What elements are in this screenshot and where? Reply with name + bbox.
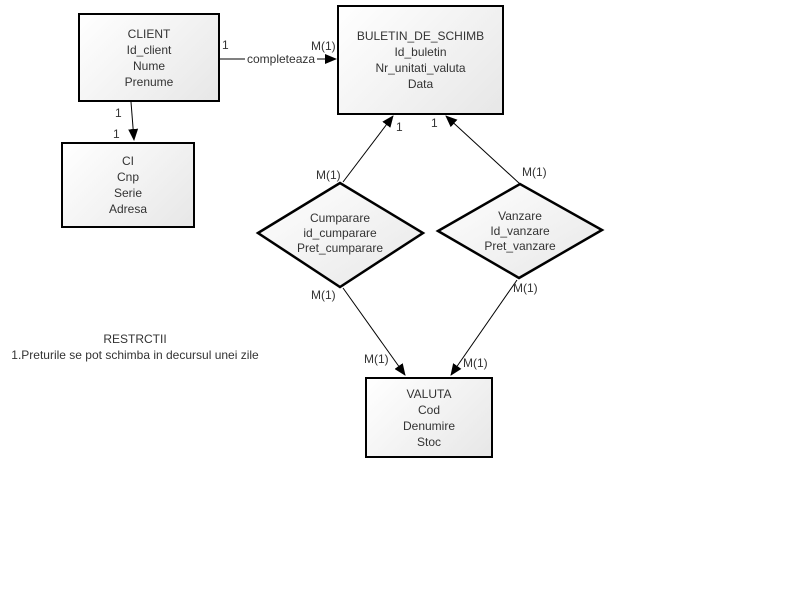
- cardinality-cumparare-buletin-one: 1: [396, 120, 403, 134]
- entity-valuta-attr: Denumire: [402, 418, 456, 433]
- entity-ci-attr: Cnp: [116, 170, 139, 184]
- entity-valuta-attr: Stoc: [416, 434, 441, 449]
- entity-valuta-title: VALUTA: [406, 386, 452, 401]
- cardinality-client-ci-one-bottom: 1: [113, 127, 120, 141]
- entity-valuta-attr: Cod: [417, 402, 440, 417]
- entity-client-attr: Id_client: [126, 42, 172, 57]
- restrictions-note: RESTRCTII 1.Preturile se pot schimba in …: [10, 331, 260, 363]
- cardinality-client-ci-one-top: 1: [115, 106, 122, 120]
- entity-valuta[interactable]: VALUTA Cod Denumire Stoc: [365, 377, 493, 458]
- entity-buletin-attr: Id_buletin: [394, 45, 447, 59]
- cardinality-vanzare-buletin-many: M(1): [522, 165, 547, 179]
- entity-buletin-attr: Data: [407, 77, 434, 91]
- connector-vanzare-valuta[interactable]: [450, 279, 518, 376]
- entity-client-attr: Prenume: [124, 74, 174, 89]
- restrictions-note-item: 1.Preturile se pot schimba in decursul u…: [11, 348, 259, 362]
- entity-ci-title: CI: [122, 154, 134, 168]
- relationship-cumparare-shape[interactable]: [255, 181, 426, 289]
- entity-ci-attr: Serie: [113, 186, 142, 200]
- entity-buletin-de-schimb[interactable]: BULETIN_DE_SCHIMB Id_buletin Nr_unitati_…: [337, 5, 504, 115]
- cardinality-cumparare-valuta-many-upper: M(1): [311, 288, 336, 302]
- entity-client-attr: Nume: [132, 58, 165, 73]
- entity-buletin-title: BULETIN_DE_SCHIMB: [356, 29, 485, 43]
- entity-ci-attr: Adresa: [108, 202, 148, 216]
- connector-vanzare-buletin[interactable]: [445, 115, 521, 185]
- restrictions-note-title: RESTRCTII: [103, 332, 167, 346]
- entity-client-title: CLIENT: [127, 26, 171, 41]
- cardinality-cumparare-valuta-many-lower: M(1): [364, 352, 389, 366]
- cardinality-client-buletin-many: M(1): [311, 39, 336, 53]
- entity-buletin-attr: Nr_unitati_valuta: [375, 61, 466, 75]
- relationship-label-completeaza: completeaza: [245, 52, 318, 66]
- connector-cumparare-buletin[interactable]: [342, 115, 394, 183]
- connector-cumparare-valuta[interactable]: [342, 287, 406, 376]
- cardinality-vanzare-valuta-many-lower: M(1): [463, 356, 488, 370]
- relationship-vanzare-shape[interactable]: [435, 182, 605, 280]
- cardinality-client-buletin-one: 1: [222, 38, 229, 52]
- entity-ci[interactable]: CI Cnp Serie Adresa: [61, 142, 195, 228]
- cardinality-vanzare-buletin-one: 1: [431, 116, 438, 130]
- cardinality-cumparare-buletin-many: M(1): [316, 168, 341, 182]
- connector-client-ci[interactable]: [128, 101, 139, 141]
- entity-client[interactable]: CLIENT Id_client Nume Prenume: [78, 13, 220, 102]
- cardinality-vanzare-valuta-many-upper: M(1): [513, 281, 538, 295]
